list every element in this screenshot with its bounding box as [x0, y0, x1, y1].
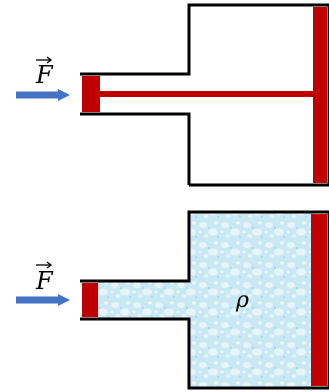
- bottom-force-symbol: F: [35, 267, 54, 295]
- top-force-symbol: F: [35, 61, 54, 89]
- fluid-body: [97, 212, 313, 388]
- bottom-force-label: F: [35, 261, 54, 295]
- top-cylinder-outline: [80, 3, 329, 187]
- top-small-piston: [82, 76, 100, 112]
- bottom-small-piston: [82, 283, 98, 317]
- top-force-label: F: [35, 56, 54, 89]
- fluid-density-label: ρ: [235, 288, 249, 313]
- top-piston-rod: [100, 91, 314, 97]
- top-panel: F: [16, 3, 329, 187]
- bottom-large-piston: [311, 214, 327, 386]
- top-large-piston: [313, 7, 327, 183]
- bottom-panel: F ρ: [16, 210, 329, 390]
- bottom-cylinder-outline: [80, 210, 329, 390]
